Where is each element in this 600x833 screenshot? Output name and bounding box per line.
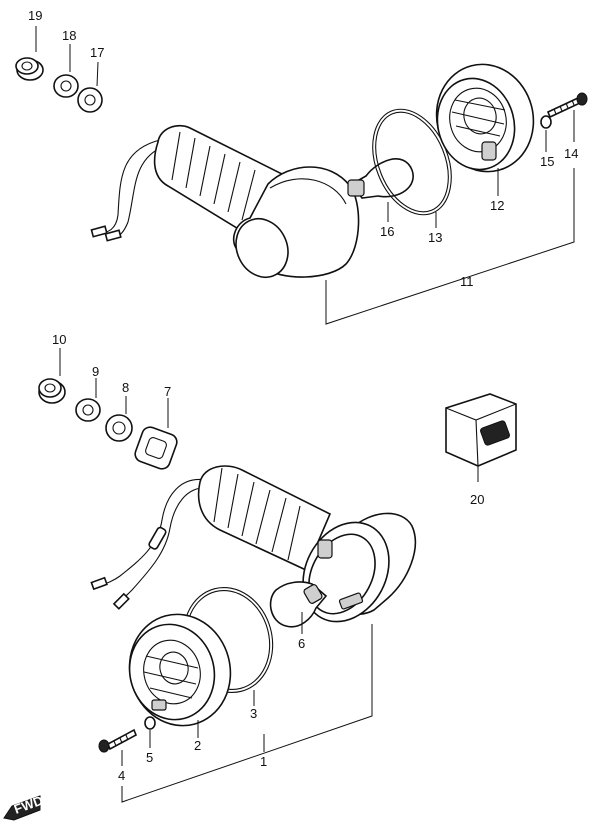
callout-18: 18 — [62, 28, 76, 43]
wire-harness-lower — [90, 478, 209, 610]
washer-8 — [105, 414, 133, 442]
fwd-badge: FWD — [3, 793, 45, 821]
washer-17 — [77, 87, 103, 113]
screw-4 — [98, 728, 138, 753]
callout-2: 2 — [194, 738, 201, 753]
lens-housing-upper — [232, 166, 360, 278]
bracket-1 — [121, 624, 373, 803]
callout-17: 17 — [90, 45, 104, 60]
nut-19 — [15, 57, 44, 81]
callout-19: 19 — [28, 8, 42, 23]
callout-13: 13 — [428, 230, 442, 245]
callout-labels: 19 18 17 16 15 14 13 12 11 10 9 8 7 6 5 … — [28, 8, 578, 783]
callout-1: 1 — [260, 754, 267, 769]
callout-4: 4 — [118, 768, 125, 783]
callout-14: 14 — [564, 146, 578, 161]
bulb-16 — [347, 158, 414, 199]
bulb-6 — [269, 581, 328, 628]
upper-turn-signal-assembly — [15, 26, 588, 325]
washer-18 — [53, 74, 79, 98]
washer-15 — [540, 115, 552, 129]
washer-5 — [144, 716, 156, 730]
wire-harness-upper — [90, 139, 165, 242]
callout-6: 6 — [298, 636, 305, 651]
lens-2 — [128, 613, 232, 727]
callout-10: 10 — [52, 332, 66, 347]
callout-20: 20 — [470, 492, 484, 507]
washer-9 — [75, 398, 101, 422]
callout-7: 7 — [164, 384, 171, 399]
callout-12: 12 — [490, 198, 504, 213]
callout-3: 3 — [250, 706, 257, 721]
screw-14 — [546, 92, 588, 119]
grommet-7 — [134, 426, 178, 470]
lens-12 — [435, 63, 535, 173]
callout-5: 5 — [146, 750, 153, 765]
lower-turn-signal-assembly — [38, 348, 417, 803]
callout-8: 8 — [122, 380, 129, 395]
callout-15: 15 — [540, 154, 554, 169]
callout-16: 16 — [380, 224, 394, 239]
bracket-11 — [325, 168, 575, 325]
callout-11: 11 — [460, 274, 474, 289]
callout-9: 9 — [92, 364, 99, 379]
nut-10 — [38, 378, 66, 404]
relay-20 — [445, 393, 517, 482]
